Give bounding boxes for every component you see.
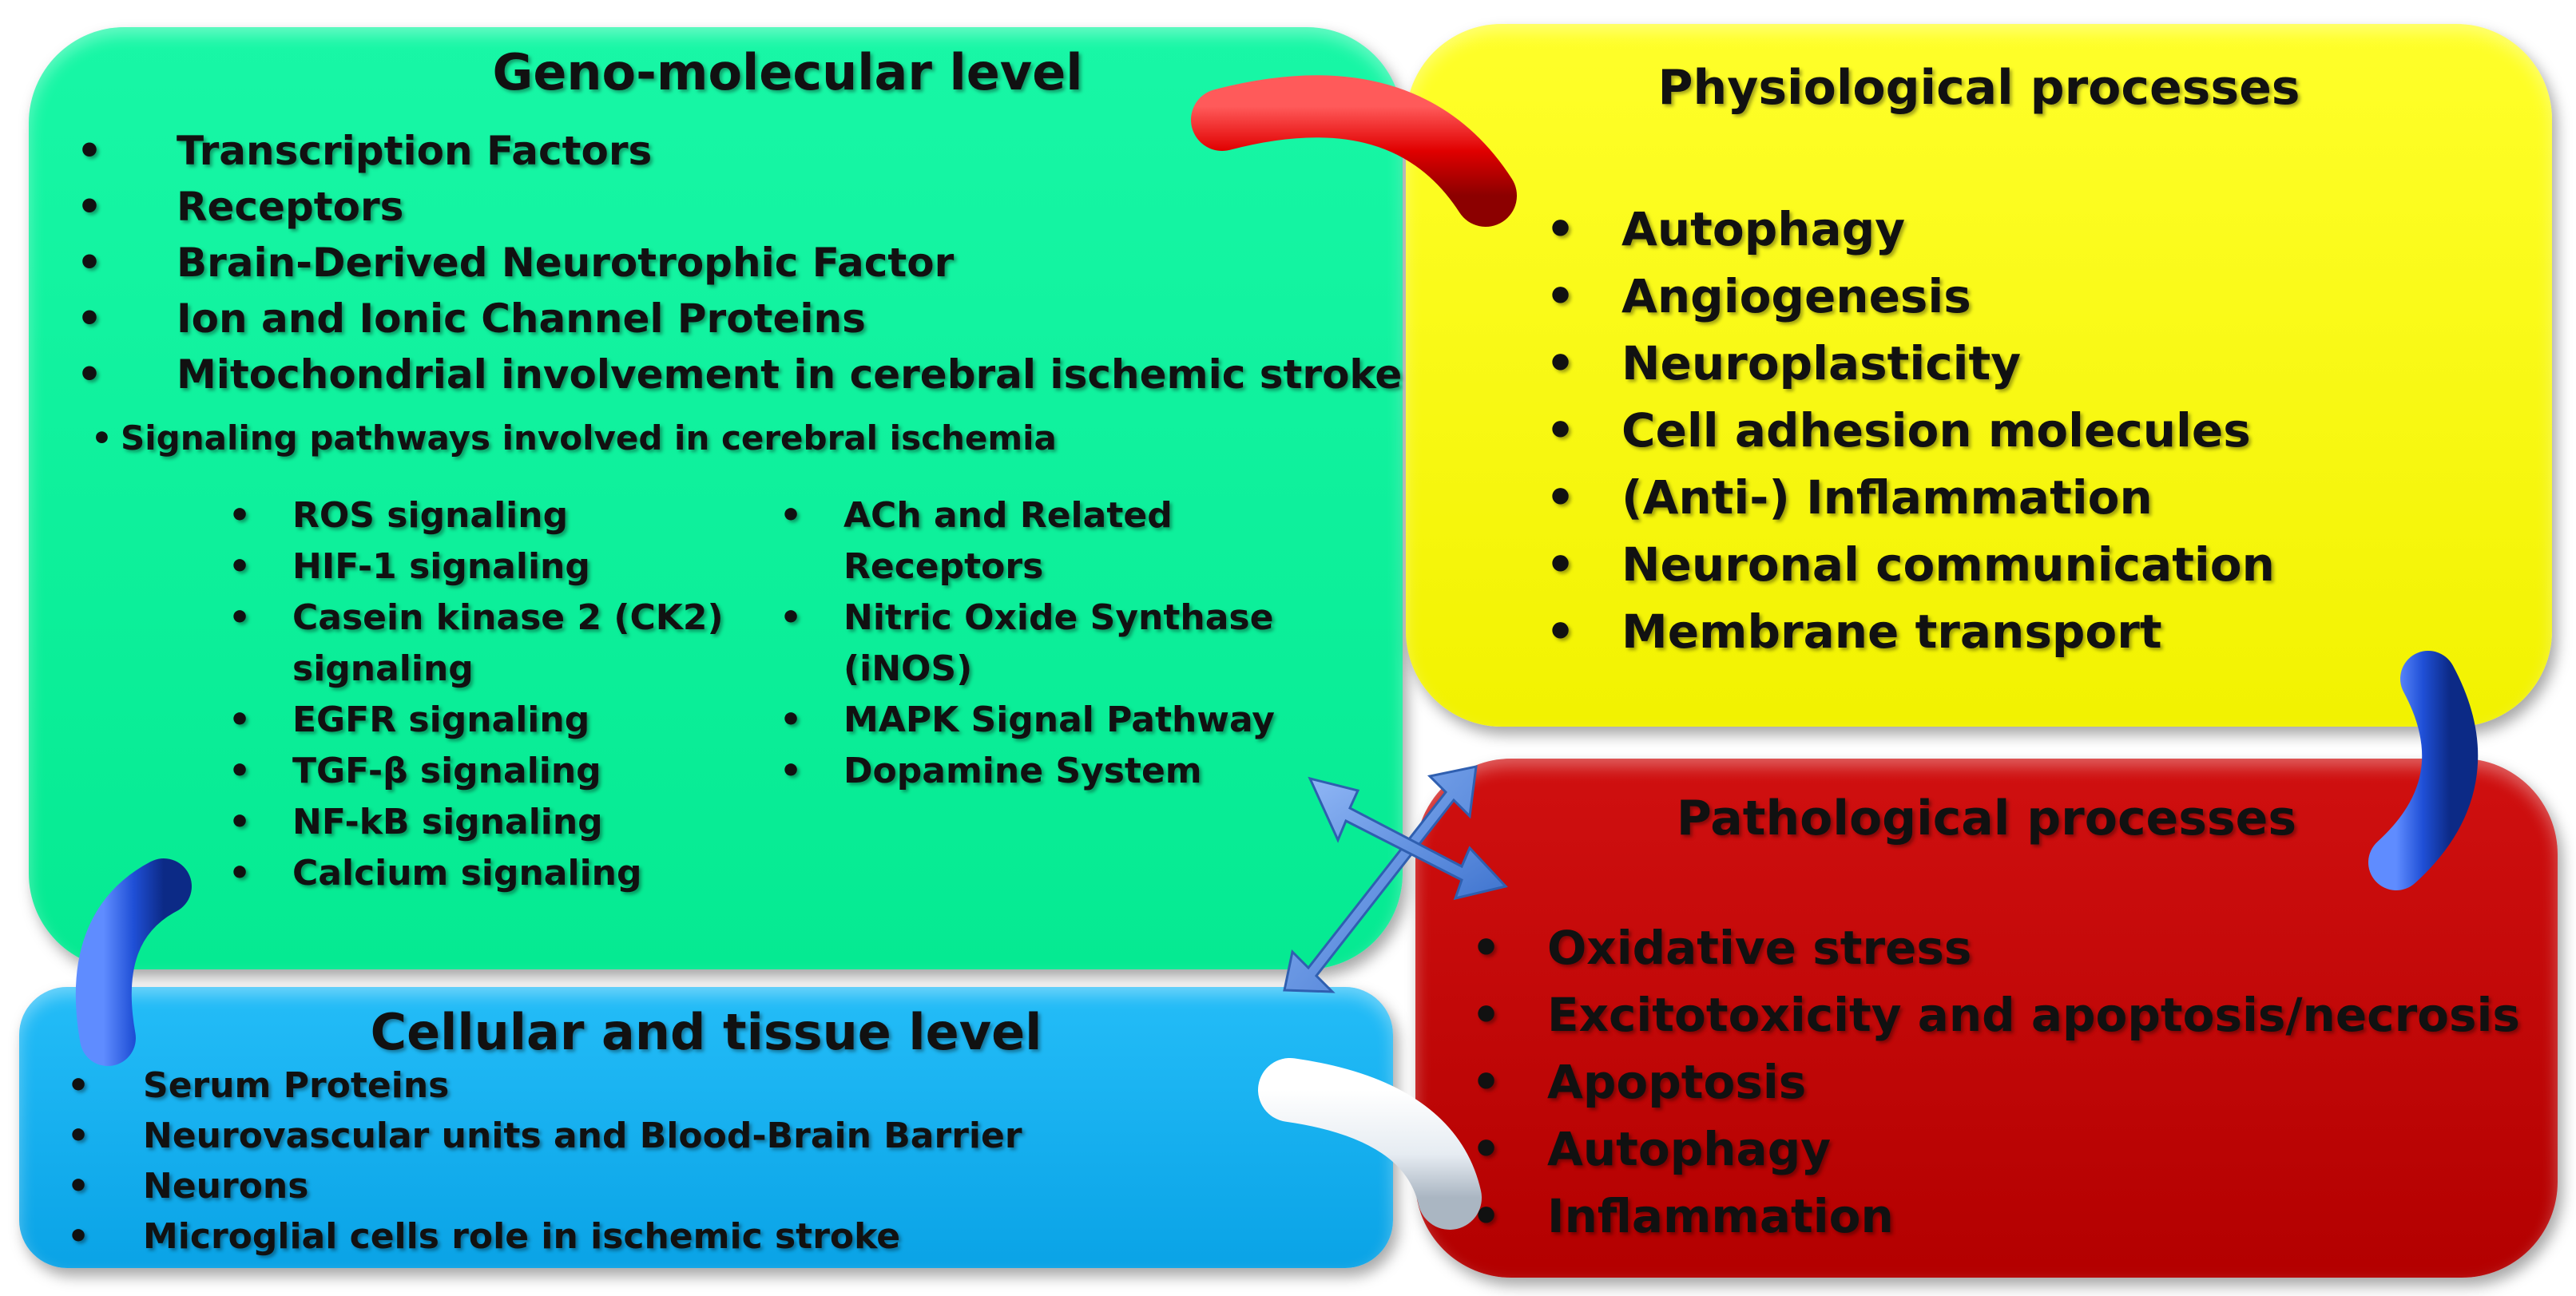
- geno-molecular-panel: Geno-molecular level Transcription Facto…: [29, 27, 1403, 969]
- list-item: Neurons: [67, 1161, 1022, 1211]
- white-connector: [1258, 1058, 1482, 1230]
- pathological-title: Pathological processes: [1676, 791, 2297, 846]
- red-connector: [1191, 75, 1517, 227]
- list-item: NF-kB signaling: [228, 797, 724, 848]
- pathological-list: Oxidative stress Excitotoxicity and apop…: [1471, 914, 2520, 1250]
- list-item: TGF-β signaling: [228, 746, 724, 797]
- list-item: Receptors: [77, 179, 1402, 235]
- list-item: Nitric Oxide Synthase: [780, 593, 1275, 644]
- cellular-panel: Cellular and tissue level Serum Proteins…: [19, 987, 1393, 1268]
- list-item: ROS signaling: [228, 490, 724, 541]
- list-item: Autophagy: [1471, 1116, 2520, 1183]
- list-item: Neurovascular units and Blood-Brain Barr…: [67, 1111, 1022, 1161]
- physiological-panel: Physiological processes Autophagy Angiog…: [1406, 24, 2552, 727]
- geno-molecular-title: Geno-molecular level: [492, 43, 1083, 101]
- list-item: Calcium signaling: [228, 848, 724, 899]
- list-item: Membrane transport: [1546, 598, 2275, 665]
- list-item: ACh and Related: [780, 490, 1275, 541]
- list-item: Excitotoxicity and apoptosis/necrosis: [1471, 981, 2520, 1048]
- physiological-list: Autophagy Angiogenesis Neuroplasticity C…: [1546, 196, 2275, 665]
- pathological-panel: Pathological processes Oxidative stress …: [1415, 759, 2558, 1278]
- list-item: Dopamine System: [780, 746, 1275, 797]
- physiological-title: Physiological processes: [1657, 60, 2300, 116]
- list-item: Serum Proteins: [67, 1060, 1022, 1111]
- blue-connector-left: [75, 858, 192, 1066]
- geno-molecular-list: Transcription Factors Receptors Brain-De…: [77, 123, 1402, 402]
- bullet: •: [91, 418, 113, 458]
- cellular-list: Serum Proteins Neurovascular units and B…: [67, 1060, 1022, 1262]
- list-item: Brain-Derived Neurotrophic Factor: [77, 235, 1402, 291]
- signaling-heading: Signaling pathways involved in cerebral …: [121, 418, 1057, 458]
- list-item: Apoptosis: [1471, 1048, 2520, 1116]
- list-item: Oxidative stress: [1471, 914, 2520, 981]
- list-item: EGFR signaling: [228, 695, 724, 746]
- list-item: Cell adhesion molecules: [1546, 397, 2275, 464]
- list-item-continuation: signaling: [292, 648, 474, 689]
- list-item: MAPK Signal Pathway: [780, 695, 1275, 746]
- signaling-list-left: ROS signaling HIF-1 signaling Casein kin…: [228, 490, 724, 899]
- blue-connector-right: [2368, 651, 2479, 890]
- list-item: Neuronal communication: [1546, 531, 2275, 598]
- list-item: HIF-1 signaling: [228, 541, 724, 593]
- list-item: Mitochondrial involvement in cerebral is…: [77, 347, 1402, 402]
- list-item: Autophagy: [1546, 196, 2275, 263]
- list-item: Angiogenesis: [1546, 263, 2275, 330]
- list-item: (Anti-) Inflammation: [1546, 464, 2275, 531]
- list-item: Neuroplasticity: [1546, 330, 2275, 397]
- signaling-list-right: ACh and Related Receptors Nitric Oxide S…: [780, 490, 1275, 797]
- cellular-title: Cellular and tissue level: [370, 1003, 1042, 1061]
- list-item-continuation: (iNOS): [843, 648, 973, 689]
- list-item-continuation: Receptors: [843, 546, 1044, 587]
- list-item: Microglial cells role in ischemic stroke: [67, 1211, 1022, 1262]
- list-item: Casein kinase 2 (CK2): [228, 593, 724, 644]
- list-item: Transcription Factors: [77, 123, 1402, 179]
- crossed-arrows-icon: [1283, 765, 1508, 993]
- list-item: Ion and Ionic Channel Proteins: [77, 291, 1402, 347]
